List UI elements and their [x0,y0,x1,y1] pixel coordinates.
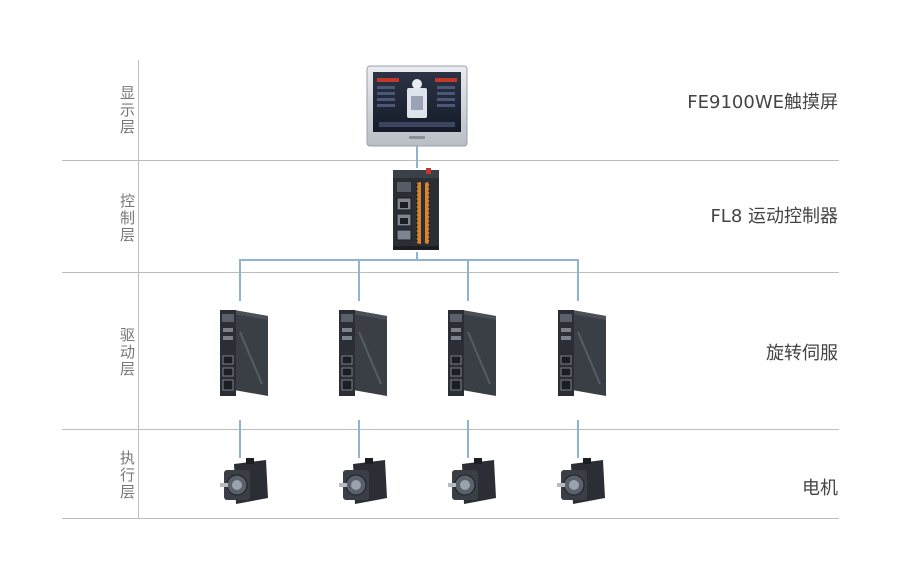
motor-3-icon [448,458,496,504]
wire-drive-motor-4 [577,420,579,458]
device-label-servo: 旋转伺服 [766,343,838,364]
layer-label-exec: 执行层 [118,449,136,501]
wire-bus [239,259,579,261]
servo-drive-4-icon [558,310,606,396]
wire-bus-drive-3 [467,259,469,301]
wire-bus-drive-4 [577,259,579,301]
servo-drive-1-icon [220,310,268,396]
wire-hmi-controller [416,146,418,168]
wire-drive-motor-1 [239,420,241,458]
hmi-touchscreen-icon [366,65,468,147]
device-label-motor: 电机 [802,478,838,499]
layer-label-control: 控制层 [118,192,136,244]
motion-controller-icon [393,168,439,250]
wire-drive-motor-2 [358,420,360,458]
row-divider-2 [62,272,839,273]
motor-4-icon [557,458,605,504]
row-divider-1 [62,160,839,161]
servo-drive-3-icon [448,310,496,396]
servo-drive-2-icon [339,310,387,396]
row-divider-4 [62,518,839,519]
layer-label-display: 显示层 [118,84,136,136]
device-label-hmi: FE9100WE触摸屏 [687,92,838,113]
wire-controller-bus [416,252,418,260]
wire-bus-drive-2 [358,259,360,301]
device-label-controller: FL8 运动控制器 [710,206,838,227]
row-divider-3 [62,429,839,430]
motor-2-icon [339,458,387,504]
layer-label-drive: 驱动层 [118,326,136,378]
label-column-divider [138,60,139,518]
wire-drive-motor-3 [467,420,469,458]
motor-1-icon [220,458,268,504]
wire-bus-drive-1 [239,259,241,301]
